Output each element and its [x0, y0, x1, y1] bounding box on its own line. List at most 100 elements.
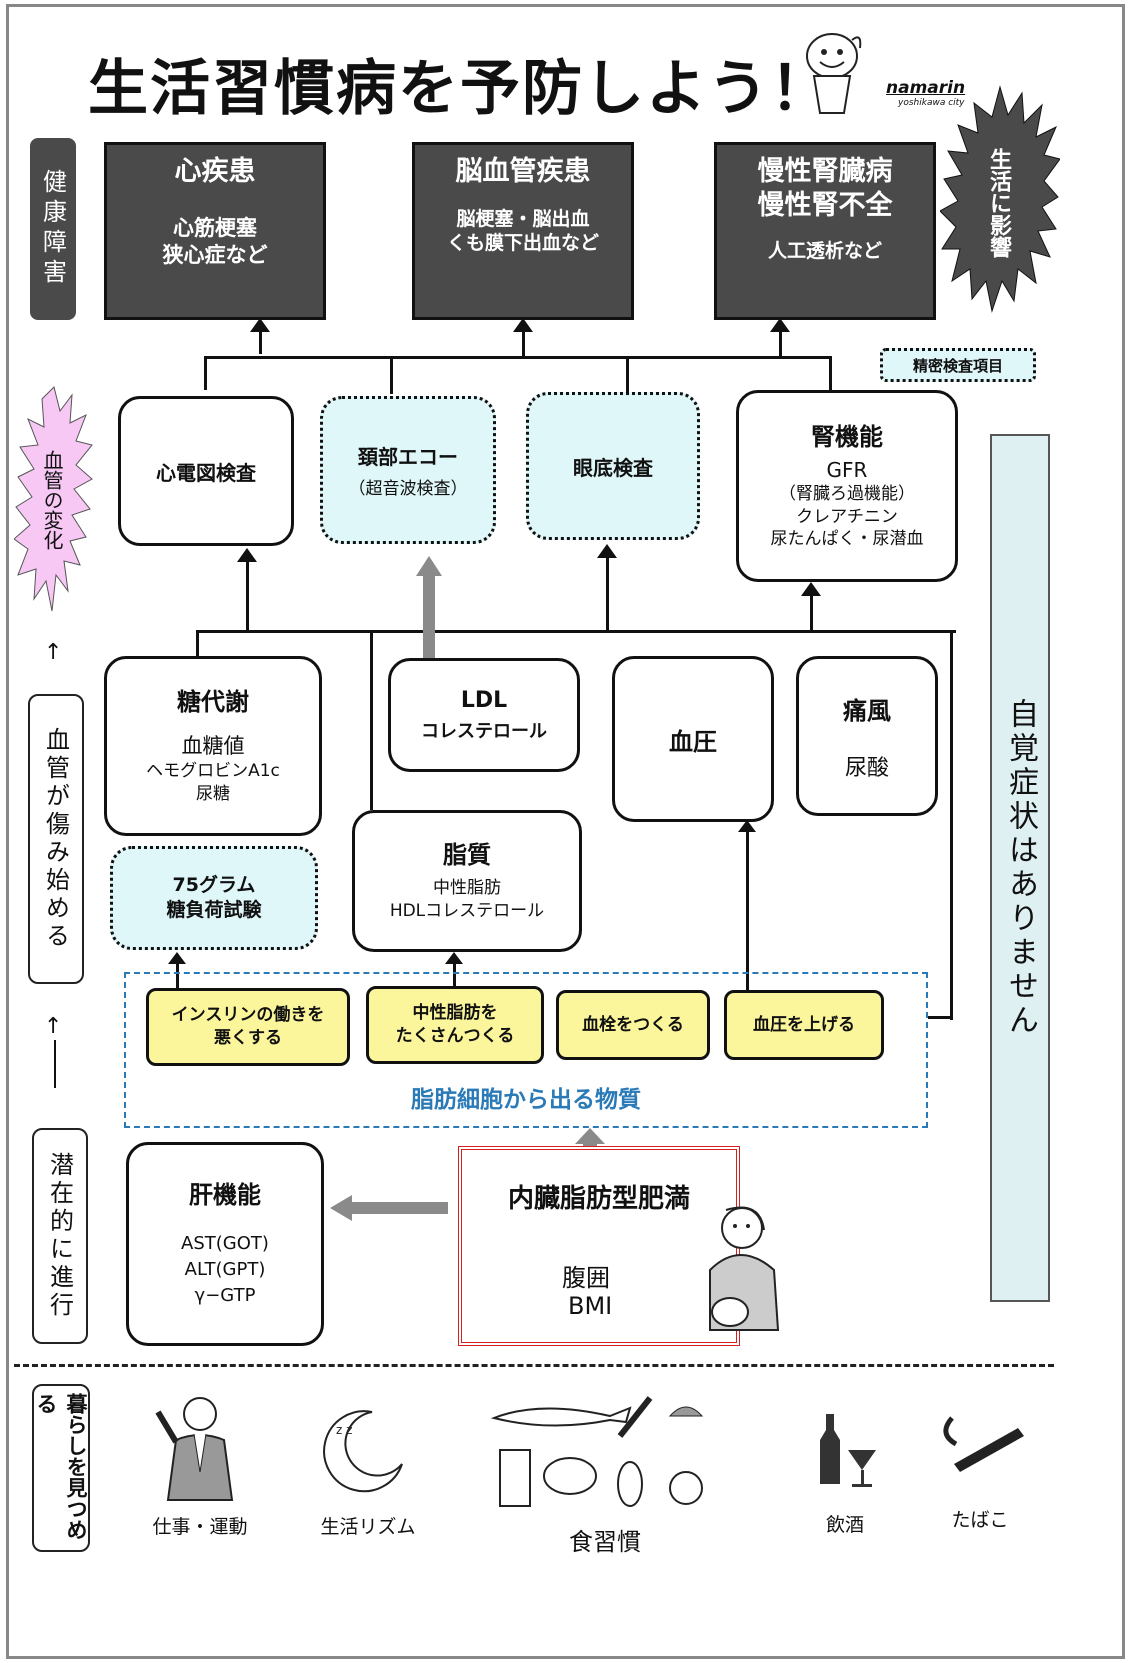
legend-detailed-exam: 精密検査項目: [880, 348, 1036, 382]
label-no-symptoms-text: 自覚症状はありません: [1003, 698, 1038, 1038]
disease-kidney: 慢性腎臓病 慢性腎不全 人工透析など: [714, 142, 936, 320]
arrow-to-ecg: [246, 560, 249, 632]
arrow-to-kidney: [779, 326, 782, 358]
arrow-to-heart: [259, 326, 262, 354]
gray-arrow-carotid: [423, 574, 435, 658]
metric-lipid-title: 脂質: [443, 840, 491, 869]
disease-heart-title: 心疾患: [174, 156, 256, 187]
arrow-up-2-shaft: [54, 1040, 56, 1088]
test-kidney-gfr: GFR: [826, 458, 868, 483]
label-latent: 潜在的に進行: [32, 1128, 88, 1344]
test-fundus-label: 眼底検査: [573, 455, 653, 480]
label-no-symptoms: 自覚症状はありません: [990, 434, 1050, 1302]
substance-triglyceride: 中性脂肪を たくさんつくる: [366, 986, 544, 1064]
mascot-icon: [806, 33, 862, 114]
test-carotid: 頚部エコー （超音波検査）: [320, 396, 496, 544]
arrowhead-fundus: [597, 544, 617, 558]
metric-gout-title: 痛風: [843, 696, 891, 725]
connector-right-bottom: [928, 1016, 953, 1019]
food-icon: [490, 1396, 704, 1507]
label-life-impact: 生活に影響: [986, 148, 1011, 258]
starburst-life-impact: [940, 85, 1060, 313]
label-vessels-damaged: 血管が傷み始める: [28, 694, 84, 984]
connector-right: [950, 630, 953, 1020]
legend-label: 精密検査項目: [912, 356, 1003, 375]
metric-glucose: 糖代謝 血糖値 ヘモグロビンA1c 尿糖: [104, 656, 322, 836]
metric-ldl: LDL コレステロール: [388, 658, 580, 772]
connector-middle: [196, 630, 956, 633]
substance-insulin: インスリンの働きを 悪くする: [146, 988, 350, 1066]
metric-lipid-item-2: HDLコレステロール: [389, 901, 545, 922]
gray-arrowhead-carotid: [416, 556, 442, 576]
cigarette-icon: [943, 1416, 1024, 1472]
habit-diet: 食習慣: [569, 1528, 641, 1556]
arrow-to-kidney-test: [810, 594, 813, 632]
page-title: 生活習慣病を予防しよう！: [88, 54, 832, 124]
liver-item-1: AST(GOT): [181, 1233, 269, 1255]
substance-bp-raise-label: 血圧を上げる: [753, 1014, 855, 1035]
arrow-up-2: ↑: [44, 1014, 63, 1039]
connector-ecg: [204, 356, 207, 390]
habit-rhythm: 生活リズム: [320, 1516, 416, 1538]
disease-cerebro-detail-2: くも膜下出血など: [446, 232, 599, 255]
label-latent-text: 潜在的に進行: [45, 1152, 74, 1320]
metric-lipid: 脂質 中性脂肪 HDLコレステロール: [352, 810, 582, 952]
substance-thrombus: 血栓をつくる: [556, 990, 710, 1060]
metric-bp: 血圧: [612, 656, 774, 822]
arrow-to-ogtt: [176, 962, 179, 988]
man-illustration-icon: [709, 1206, 780, 1331]
test-ecg: 心電図検査: [118, 396, 294, 546]
arrowhead-lipid: [445, 952, 463, 964]
label-lifestyle: 暮らしを見つめる: [32, 1384, 90, 1552]
gray-arrowhead-substances: [575, 1128, 605, 1144]
substance-bp-raise: 血圧を上げる: [724, 990, 884, 1060]
visceral-obesity: 内臓脂肪型肥満 腹囲 BMI: [458, 1146, 740, 1346]
label-health-damage: 健康障害: [30, 138, 76, 320]
test-carotid-title: 頚部エコー: [358, 445, 458, 469]
obesity-title: 内臓脂肪型肥満: [507, 1184, 690, 1214]
test-kidney-item-3: 尿たんぱく・尿潜血: [770, 528, 924, 549]
disease-kidney-title: 慢性腎臓病 慢性腎不全: [757, 156, 893, 221]
substance-insulin-label: インスリンの働きを 悪くする: [171, 1005, 325, 1048]
obesity-item-1: 腹囲: [562, 1264, 610, 1292]
disease-cerebro-detail-1: 脳梗塞・脳出血: [456, 207, 590, 230]
arrow-to-cerebro: [522, 326, 525, 358]
test-kidney-item-1: （腎臓ろ過機能）: [779, 484, 915, 505]
connector-fundus: [626, 356, 629, 394]
disease-heart-detail-1: 心筋梗塞: [173, 215, 257, 240]
connector-kidney: [829, 356, 832, 390]
label-vessels-damaged-text: 血管が傷み始める: [41, 727, 70, 951]
habit-smoking: たばこ: [951, 1509, 1009, 1531]
moon-icon: z z: [323, 1410, 403, 1493]
page-frame: [6, 4, 1125, 1659]
substance-triglyceride-label: 中性脂肪を たくさんつくる: [395, 1003, 515, 1046]
connector-carotid: [390, 356, 393, 394]
disease-heart-detail-2: 狭心症など: [162, 243, 268, 268]
connector-top: [204, 356, 832, 359]
starburst-vascular-change: [14, 386, 93, 612]
test-kidney: 腎機能 GFR （腎臓ろ過機能） クレアチニン 尿たんぱく・尿潜血: [736, 390, 958, 582]
metric-ldl-sub: コレステロール: [421, 720, 547, 742]
gray-arrowhead-liver: [330, 1195, 352, 1221]
liver-function: 肝機能 AST(GOT) ALT(GPT) γ−GTP: [126, 1142, 324, 1346]
metric-glucose-item-2: ヘモグロビンA1c: [146, 761, 280, 782]
metric-gout-sub: 尿酸: [844, 755, 889, 781]
mascot-city: yoshikawa city: [898, 98, 965, 108]
mascot: namarin yoshikawa city: [790, 28, 970, 120]
metric-bp-label: 血圧: [669, 727, 717, 756]
drinking-icon: [820, 1414, 876, 1487]
arrowhead-ogtt: [168, 952, 186, 964]
arrowhead-bp: [738, 820, 756, 832]
test-carotid-sub: （超音波検査）: [348, 479, 468, 499]
work-exercise-icon: [155, 1397, 234, 1501]
substances-caption: 脂肪細胞から出る物質: [411, 1087, 641, 1113]
arrowhead-ecg: [237, 548, 257, 562]
metric-ogtt-label: 75グラム 糖負荷試験: [166, 874, 262, 921]
arrow-to-lipid: [453, 962, 456, 988]
label-vascular-change: 血管の変化: [40, 450, 64, 550]
test-fundus: 眼底検査: [526, 392, 700, 540]
arrow-to-bp: [746, 830, 749, 990]
liver-item-3: γ−GTP: [194, 1285, 256, 1307]
svg-text:z z: z z: [336, 1423, 352, 1437]
arrowhead-kidney-test: [801, 582, 821, 596]
